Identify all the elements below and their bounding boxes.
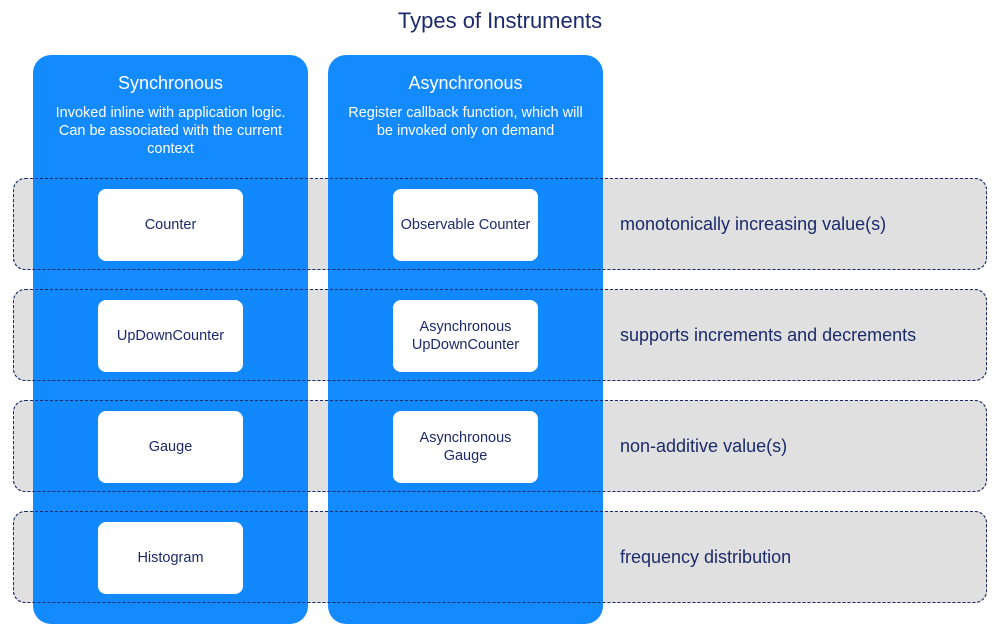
column-title-asynchronous: Asynchronous [408,73,523,93]
card-asynchronous-updowncounter: Asynchronous UpDownCounter [393,300,538,372]
card-gauge: Gauge [98,411,243,483]
card-asynchronous-gauge: Asynchronous Gauge [393,411,538,483]
row-label-updown: supports increments and decrements [620,324,917,345]
card-observable-counter: Observable Counter [393,189,538,261]
row-label-gauge: non-additive value(s) [620,435,788,456]
row-label-histogram: frequency distribution [620,546,792,567]
column-description-asynchronous: Register callback function, which will b… [348,105,583,139]
card-counter: Counter [98,189,243,261]
row-label-monotonic: monotonically increasing value(s) [620,213,887,234]
diagram-title: Types of Instruments [397,8,603,33]
synchronous-column: Synchronous Invoked inline with applicat… [33,55,308,624]
column-title-synchronous: Synchronous [117,73,224,93]
asynchronous-column: Asynchronous Register callback function,… [328,55,603,624]
card-updowncounter: UpDownCounter [98,300,243,372]
card-histogram: Histogram [98,522,243,594]
column-description-synchronous: Invoked inline with application logic. C… [55,105,286,157]
